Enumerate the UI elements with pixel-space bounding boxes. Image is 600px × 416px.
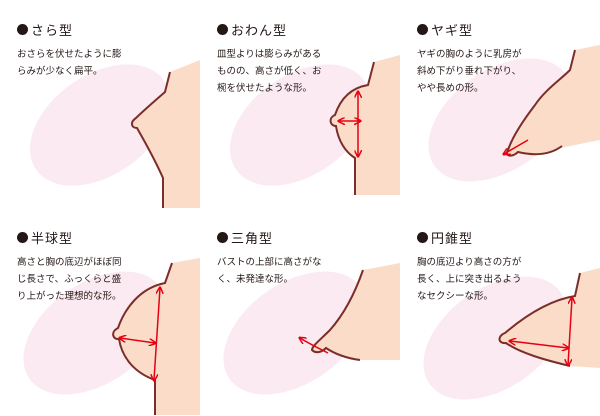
shape-description: ヤギの胸のように乳房が斜め下がり垂れ下がり、やや長めの形。	[417, 49, 522, 94]
shape-card-ensui: 円錐型 胸の底辺より高さの方が長く、上に突き出るようなセクシーな形。	[400, 208, 600, 416]
bullet-icon	[417, 232, 428, 243]
hankyu-illustration	[23, 258, 200, 415]
bullet-icon	[17, 232, 28, 243]
shape-title: おわん型	[217, 20, 287, 39]
title-text: さら型	[31, 24, 74, 39]
shape-card-hankyu: 半球型 高さと胸の底辺がほぼ同じ長さで、ふっくらと盛り上がった理想的な形。	[0, 208, 200, 416]
shape-description: 高さと胸の底辺がほぼ同じ長さで、ふっくらと盛り上がった理想的な形。	[17, 257, 122, 302]
shape-card-owan: おわん型 皿型よりは膨らみがあるものの、高さが低く、お椀を伏せたような形。	[200, 0, 400, 208]
title-text: 半球型	[31, 232, 74, 247]
ensui-illustration	[423, 268, 600, 400]
shape-description: 皿型よりは膨らみがあるものの、高さが低く、お椀を伏せたような形。	[217, 49, 322, 94]
shape-title: 円錐型	[417, 228, 473, 247]
title-text: ヤギ型	[431, 24, 474, 39]
shape-card-sara: さら型 おさらを伏せたように膨らみが少なく扁平。	[0, 0, 200, 208]
owan-illustration	[229, 55, 400, 195]
shape-title: ヤギ型	[417, 20, 473, 39]
shape-title: さら型	[17, 20, 73, 39]
bullet-icon	[217, 232, 228, 243]
shape-title: 三角型	[217, 228, 273, 247]
shape-description: おさらを伏せたように膨らみが少なく扁平。	[17, 49, 122, 77]
yagi-illustration	[428, 45, 600, 182]
sankaku-illustration	[223, 263, 400, 395]
title-text: 円錐型	[431, 232, 474, 247]
bullet-icon	[417, 24, 428, 35]
bullet-icon	[17, 24, 28, 35]
sara-illustration	[29, 60, 200, 208]
shape-card-yagi: ヤギ型 ヤギの胸のように乳房が斜め下がり垂れ下がり、やや長めの形。	[400, 0, 600, 208]
shape-description: 胸の底辺より高さの方が長く、上に突き出るようなセクシーな形。	[417, 257, 522, 302]
shape-title: 半球型	[17, 228, 73, 247]
shape-card-sankaku: 三角型 バストの上部に高さがなく、未発達な形。	[200, 208, 400, 416]
title-text: おわん型	[231, 24, 288, 39]
title-text: 三角型	[231, 232, 274, 247]
shape-description: バストの上部に高さがなく、未発達な形。	[217, 257, 322, 285]
bullet-icon	[217, 24, 228, 35]
